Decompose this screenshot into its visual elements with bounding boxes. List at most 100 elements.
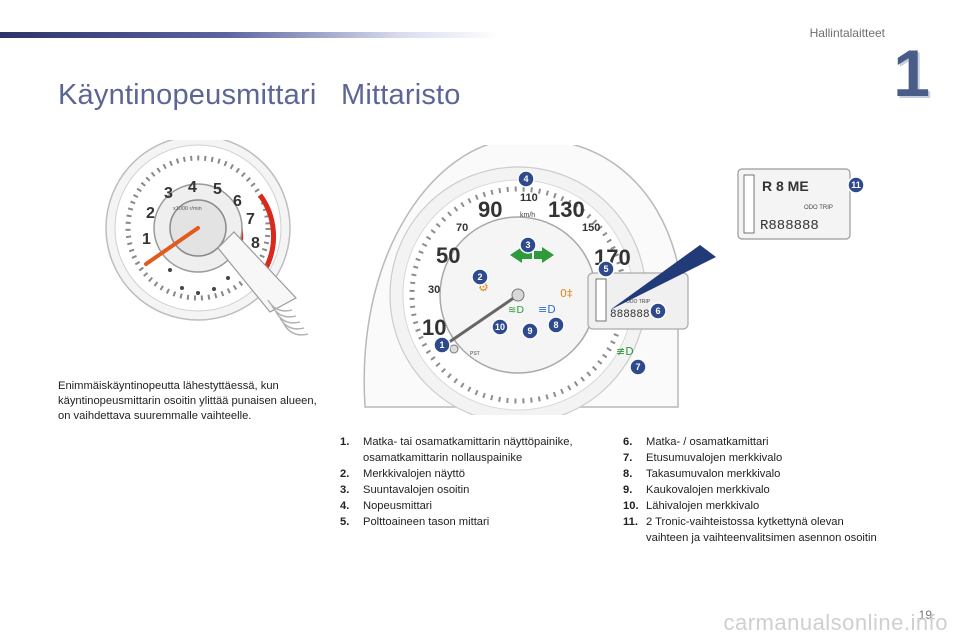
legend-list-right: 6. Matka- / osamatkamittari 7. Etusumuvaloj… [623, 434, 883, 546]
legend-text: Matka- / osamatkamittari [646, 436, 769, 448]
legend-item: 6. Matka- / osamatkamittari [623, 434, 883, 450]
svg-text:1: 1 [439, 340, 444, 350]
legend-text: Matka- tai osamatkamittarin näyttöpainik… [363, 436, 573, 464]
legend-item: 7. Etusumuvalojen merkkivalo [623, 450, 883, 466]
zoom-display [737, 168, 851, 240]
speedo-needle [440, 293, 520, 349]
tacho-num-7: 7 [246, 211, 255, 228]
legend-item: 2.Merkkivalojen näyttö [340, 466, 600, 482]
tacho-num-5: 5 [213, 181, 222, 198]
legend-number: 4. [340, 500, 350, 512]
legend-text: Nopeusmittari [363, 500, 433, 512]
legend-list-left: 1. Matka- tai osamatkamittarin näyttöpain… [340, 434, 600, 530]
zoom-odo-trip: ODO TRIP [804, 205, 833, 211]
watermark: carmanualsonline.info [723, 610, 948, 635]
tacho-dots [168, 268, 230, 295]
legend-item: 11. 2 Tronic-vaihteistossa kytkettynä ole… [623, 514, 883, 546]
tacho-scale: 1 2 3 4 5 6 7 8 [142, 179, 260, 252]
speed-150: 150 [582, 222, 600, 234]
tachometer-illustration: x1000 r/min 1 2 3 4 5 6 7 8 [105, 140, 309, 336]
speedo-unit: km/h [520, 212, 535, 219]
speedo-scale: 30 50 70 90 110 130 150 170 10 [422, 192, 631, 340]
svg-text:8: 8 [553, 320, 558, 330]
callout-8: 8 [547, 316, 565, 334]
legend-item: 10. Lähivalojen merkkivalo [623, 498, 883, 514]
callout-4: 4 [517, 170, 535, 188]
svg-text:5: 5 [603, 264, 608, 274]
svg-text:10: 10 [495, 322, 505, 332]
svg-text:9: 9 [527, 326, 532, 336]
tacho-stalk-ribs [267, 299, 309, 336]
tacho-num-8: 8 [251, 235, 260, 252]
svg-text:3: 3 [525, 240, 530, 250]
tachometer-description: Enimmäiskäyntinopeutta lähestyttäessä, k… [58, 380, 317, 423]
section-label: Hallintalaitteet [809, 26, 885, 40]
tacho-unit-label: x1000 r/min [173, 206, 202, 212]
callout-6: 6 [649, 302, 667, 320]
callout-5: 5 [597, 260, 615, 278]
svg-text:2: 2 [477, 272, 482, 282]
zoom-fuel-gauge [743, 174, 755, 234]
legend-text: 2 Tronic-vaihteistossa kytkettynä olevan… [646, 516, 877, 544]
title-instrument-cluster: Mittaristo [341, 79, 461, 112]
callout-9: 9 [521, 322, 539, 340]
callout-3: 3 [519, 236, 537, 254]
legend-text: Merkkivalojen näyttö [363, 468, 465, 480]
legend-text: Polttoaineen tason mittari [363, 516, 490, 528]
tacho-redzone [257, 193, 277, 270]
chapter-number: 1 [893, 36, 930, 110]
legend-text: Lähivalojen merkkivalo [646, 500, 760, 512]
speed-70: 70 [456, 222, 468, 234]
tacho-num-4: 4 [188, 179, 197, 196]
legend-number: 3. [340, 484, 350, 496]
svg-text:6: 6 [655, 306, 660, 316]
title-tachometer: Käyntinopeusmittari [58, 79, 317, 112]
tacho-num-1: 1 [142, 231, 151, 248]
front-fog-icon: ≢D [616, 345, 634, 358]
tacho-num-2: 2 [146, 205, 155, 222]
speed-110: 110 [520, 192, 538, 204]
legend-text: Suuntavalojen osoitin [363, 484, 470, 496]
zoom-gear-display: R 8 ME [762, 178, 809, 194]
speedo-hub [511, 288, 525, 302]
zoom-pointer [610, 245, 716, 310]
legend-number: 6. [623, 436, 633, 448]
legend-number: 5. [340, 516, 350, 528]
legend-number: 10. [623, 500, 639, 512]
svg-text:7: 7 [635, 362, 640, 372]
tacho-ticks [125, 155, 271, 301]
callout-10: 10 [491, 318, 509, 336]
svg-text:11: 11 [851, 180, 861, 190]
speed-50: 50 [436, 243, 460, 268]
callout-7: 7 [629, 358, 647, 376]
rear-fog-icon: 0‡ [560, 287, 573, 300]
trip-reset-button[interactable] [449, 344, 459, 354]
legend-text: Takasumuvalon merkkivalo [646, 468, 781, 480]
legend-item: 4. Nopeusmittari [340, 498, 600, 514]
legend-text: Kaukovalojen merkkivalo [646, 484, 770, 496]
tacho-needle [144, 226, 200, 266]
turn-right-arrow [534, 247, 554, 263]
engine-warning-icon: ⚙ [478, 280, 489, 294]
speed-10: 10 [422, 315, 446, 340]
callout-2: 2 [471, 268, 489, 286]
cluster-illustration: ODO TRIP 888888 30 50 70 90 110 130 150 … [363, 145, 865, 415]
display-odo-trip: ODO TRIP [626, 299, 651, 305]
legend-number: 7. [623, 452, 633, 464]
callout-11: 11 [847, 176, 865, 194]
legend-item: 3. Suuntavalojen osoitin [340, 482, 600, 498]
legend-item: 5. Polttoaineen tason mittari [340, 514, 600, 530]
legend-number: 1. [340, 436, 350, 448]
svg-text:4: 4 [523, 174, 528, 184]
tacho-num-6: 6 [233, 193, 242, 210]
speed-90: 90 [478, 197, 502, 222]
zoom-digits: R888888 [760, 218, 819, 234]
speed-30: 30 [428, 284, 440, 296]
legend-number: 9. [623, 484, 633, 496]
legend-number: 11. [623, 516, 638, 528]
legend-text: Etusumuvalojen merkkivalo [646, 452, 783, 464]
speed-130: 130 [548, 197, 585, 222]
legend-number: 8. [623, 468, 633, 480]
reset-button-label: PST [470, 351, 480, 357]
legend-item: 8. Takasumuvalon merkkivalo [623, 466, 883, 482]
